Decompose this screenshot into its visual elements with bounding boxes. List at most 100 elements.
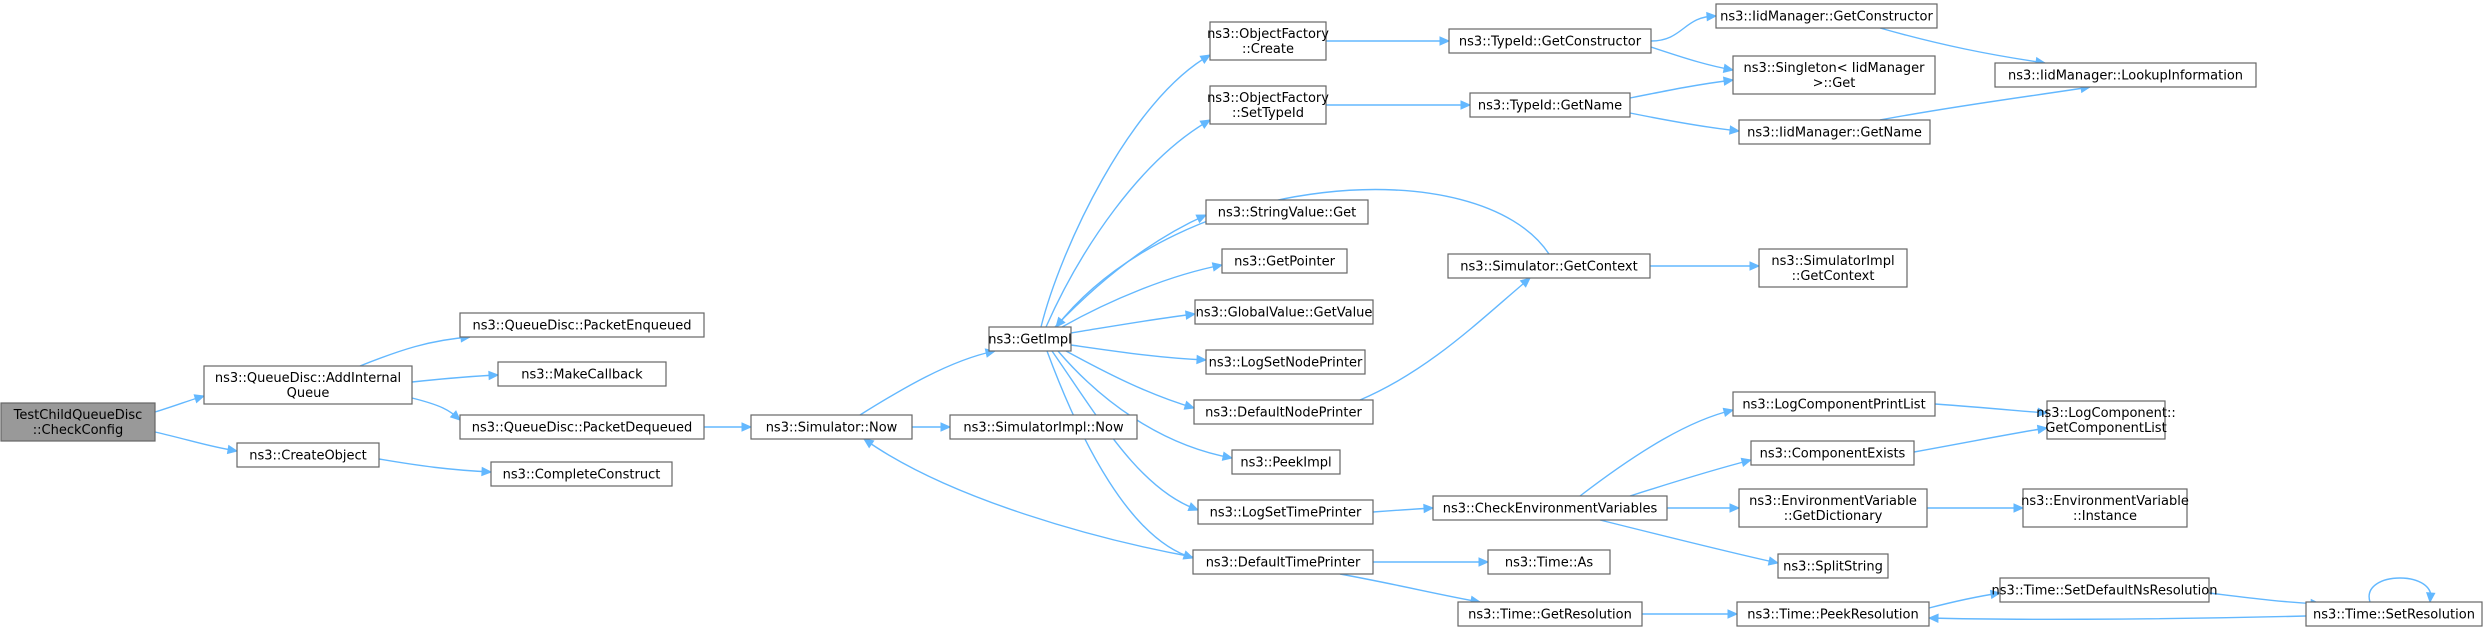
node-box[interactable] [1994, 62, 2257, 88]
node-envVarGetDictionary[interactable]: ns3::EnvironmentVariable::GetDictionary [1738, 488, 1928, 528]
node-logCompPrintList[interactable]: ns3::LogComponentPrintList [1732, 391, 1936, 417]
node-box[interactable] [459, 312, 705, 338]
node-box[interactable] [1197, 499, 1374, 525]
node-logSetTimePrinter[interactable]: ns3::LogSetTimePrinter [1197, 499, 1374, 525]
node-timeGetResolution[interactable]: ns3::Time::GetResolution [1457, 601, 1643, 627]
node-box[interactable] [203, 365, 413, 405]
node-simGetContext[interactable]: ns3::Simulator::GetContext [1447, 253, 1651, 279]
node-box[interactable] [1732, 55, 1936, 95]
node-simImplGetContext[interactable]: ns3::SimulatorImpl::GetContext [1758, 248, 1908, 288]
node-label: ns3::Singleton< IidManager [1743, 61, 1925, 76]
node-box[interactable] [1447, 253, 1651, 279]
node-box[interactable] [1221, 248, 1348, 274]
node-box[interactable] [949, 414, 1138, 440]
node-label: ns3::SimulatorImpl [1771, 254, 1894, 269]
node-box[interactable] [497, 361, 667, 387]
node-packetDequeued[interactable]: ns3::QueueDisc::PacketDequeued [459, 414, 705, 440]
node-simImplNow[interactable]: ns3::SimulatorImpl::Now [949, 414, 1138, 440]
node-componentExists[interactable]: ns3::ComponentExists [1750, 440, 1915, 466]
node-packetEnqueued[interactable]: ns3::QueueDisc::PacketEnqueued [459, 312, 705, 338]
node-box[interactable] [459, 414, 705, 440]
node-stringValueGet[interactable]: ns3::StringValue::Get [1205, 199, 1369, 225]
node-label: ns3::StringValue::Get [1218, 206, 1356, 221]
node-box[interactable] [1999, 577, 2210, 603]
node-envVarInstance[interactable]: ns3::EnvironmentVariable::Instance [2021, 488, 2189, 528]
node-box[interactable] [1777, 553, 1889, 579]
node-simNow[interactable]: ns3::Simulator::Now [750, 414, 913, 440]
node-box[interactable] [2046, 400, 2166, 440]
node-getPointer[interactable]: ns3::GetPointer [1221, 248, 1348, 274]
node-box[interactable] [236, 442, 380, 468]
node-splitString[interactable]: ns3::SplitString [1777, 553, 1889, 579]
call-edge [1339, 573, 1481, 603]
node-box[interactable] [1469, 92, 1631, 118]
node-createObject[interactable]: ns3::CreateObject [236, 442, 380, 468]
node-logCompGetList[interactable]: ns3::LogComponent::GetComponentList [2036, 400, 2176, 440]
arrow-head-icon [2013, 503, 2025, 513]
call-edge [1046, 350, 1194, 559]
arrow-head-icon [1221, 451, 1234, 461]
node-box[interactable] [1738, 488, 1928, 528]
node-typeIdGetName[interactable]: ns3::TypeId::GetName [1469, 92, 1631, 118]
node-box[interactable] [1715, 3, 1938, 29]
node-box[interactable] [1194, 299, 1374, 325]
node-label: ns3::ComponentExists [1760, 447, 1906, 462]
node-iidGetConstructor[interactable]: ns3::IidManager::GetConstructor [1715, 3, 1938, 29]
node-box[interactable] [1750, 440, 1915, 466]
node-box[interactable] [1457, 601, 1643, 627]
node-iidGetName[interactable]: ns3::IidManager::GetName [1738, 119, 1931, 145]
node-gvGetValue[interactable]: ns3::GlobalValue::GetValue [1194, 299, 1374, 325]
node-box[interactable] [2305, 601, 2483, 627]
arrow-head-icon [1423, 503, 1435, 514]
node-box[interactable] [1758, 248, 1908, 288]
node-typeIdGetConstructor[interactable]: ns3::TypeId::GetConstructor [1448, 28, 1652, 54]
node-box[interactable] [0, 402, 156, 442]
call-edge [1913, 427, 2048, 453]
call-graph-nodes: TestChildQueueDisc::CheckConfig ns3::Queu… [0, 3, 2483, 627]
node-timeSetDefaultNsRes[interactable]: ns3::Time::SetDefaultNsResolution [1992, 577, 2218, 603]
node-box[interactable] [1209, 85, 1327, 125]
node-ofSetTypeId[interactable]: ns3::ObjectFactory::SetTypeId [1207, 85, 1329, 125]
node-logSetNodePrinter[interactable]: ns3::LogSetNodePrinter [1205, 349, 1366, 375]
node-box[interactable] [2022, 488, 2188, 528]
node-timePeekResolution[interactable]: ns3::Time::PeekResolution [1736, 601, 1930, 627]
node-box[interactable] [1432, 495, 1668, 521]
node-singletonGet[interactable]: ns3::Singleton< IidManager>::Get [1732, 55, 1936, 95]
node-box[interactable] [490, 461, 673, 487]
node-defaultNodePrinter[interactable]: ns3::DefaultNodePrinter [1193, 399, 1374, 425]
node-box[interactable] [1732, 391, 1936, 417]
call-edge [1599, 519, 1779, 564]
node-box[interactable] [988, 326, 1072, 352]
node-label: ns3::EnvironmentVariable [1749, 494, 1917, 509]
node-box[interactable] [1193, 399, 1374, 425]
arrow-head-icon [1729, 503, 1741, 513]
node-box[interactable] [1738, 119, 1931, 145]
call-edge [1928, 592, 2001, 609]
arrow-head-icon [1519, 277, 1531, 288]
node-ofCreate[interactable]: ns3::ObjectFactory::Create [1207, 21, 1329, 61]
node-box[interactable] [1448, 28, 1652, 54]
node-iidLookupInfo[interactable]: ns3::IidManager::LookupInformation [1994, 62, 2257, 88]
arrow-head-icon [1749, 261, 1761, 271]
node-box[interactable] [1487, 549, 1611, 575]
node-timeSetResolution[interactable]: ns3::Time::SetResolution [2305, 601, 2483, 627]
node-box[interactable] [750, 414, 913, 440]
node-peekImpl[interactable]: ns3::PeekImpl [1231, 449, 1341, 475]
node-box[interactable] [1736, 601, 1930, 627]
node-box[interactable] [1231, 449, 1341, 475]
node-checkEnvVars[interactable]: ns3::CheckEnvironmentVariables [1432, 495, 1668, 521]
node-box[interactable] [1192, 549, 1374, 575]
arrow-head-icon [488, 370, 500, 381]
node-defaultTimePrinter[interactable]: ns3::DefaultTimePrinter [1192, 549, 1374, 575]
node-label: ns3::GetPointer [1234, 255, 1335, 270]
node-box[interactable] [1205, 199, 1369, 225]
arrow-head-icon [1989, 589, 2002, 600]
node-getImpl[interactable]: ns3::GetImpl [988, 326, 1072, 352]
node-box[interactable] [1205, 349, 1366, 375]
node-completeConstruct[interactable]: ns3::CompleteConstruct [490, 461, 673, 487]
node-timeAs[interactable]: ns3::Time::As [1487, 549, 1611, 575]
node-box[interactable] [1209, 21, 1327, 61]
node-makeCallback[interactable]: ns3::MakeCallback [497, 361, 667, 387]
node-root[interactable]: TestChildQueueDisc::CheckConfig [0, 402, 156, 442]
